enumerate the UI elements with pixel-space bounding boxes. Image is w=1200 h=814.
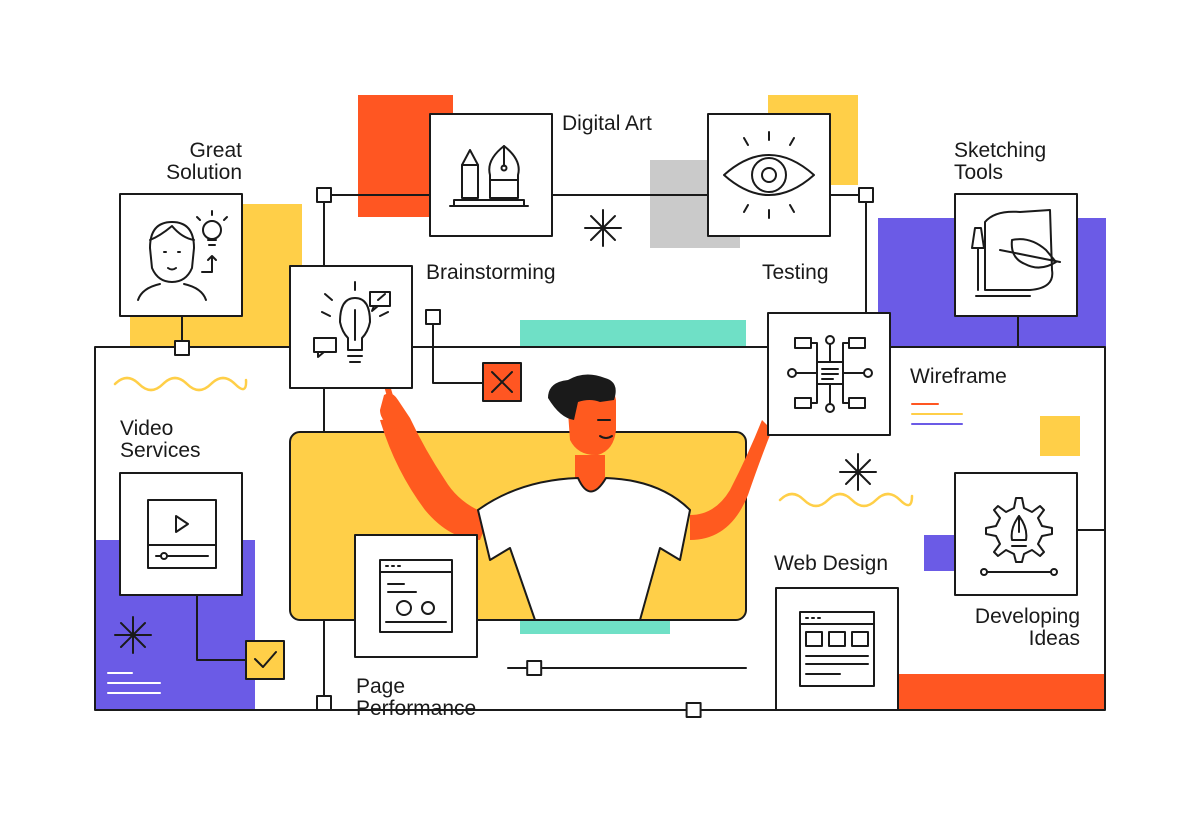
label-video-services: Video Services	[120, 418, 201, 462]
label-sketching-tools: Sketching Tools	[954, 140, 1046, 184]
card-web-design[interactable]	[775, 587, 899, 711]
card-developing-ideas[interactable]	[954, 472, 1078, 596]
right-arm	[690, 420, 772, 540]
character	[380, 369, 772, 621]
label-video-services-line-2: Services	[120, 439, 201, 462]
gear-pen-icon	[980, 497, 1058, 576]
flow-diagram-icon	[787, 335, 873, 413]
label-sketching-tools-line-2: Tools	[954, 161, 1004, 184]
sparkle-icon-left	[114, 616, 152, 654]
node-great-solution	[174, 340, 190, 356]
eye-icon	[723, 131, 815, 219]
sparkle-icon-right	[839, 453, 877, 491]
label-brainstorming: Brainstorming	[426, 261, 556, 284]
label-great-solution-line-2: Solution	[166, 161, 242, 184]
close-box[interactable]	[482, 362, 522, 402]
browser-gears-icon	[379, 559, 453, 633]
label-testing: Testing	[762, 261, 829, 284]
connector-nodes	[174, 187, 874, 718]
hair	[548, 374, 616, 420]
card-great-solution[interactable]	[119, 193, 243, 317]
label-sketching-tools-line-1: Sketching	[954, 139, 1047, 162]
label-developing-ideas: Developing Ideas	[960, 606, 1080, 650]
check-box[interactable]	[245, 640, 285, 680]
left-arm	[380, 418, 490, 540]
label-developing-ideas-line-1: Developing	[974, 605, 1080, 628]
label-page-performance-line-1: Page	[356, 675, 406, 698]
face-bulb-icon	[137, 210, 228, 301]
teal-bar-top	[520, 320, 746, 347]
node-bottom-left	[316, 695, 332, 711]
label-video-services-line-1: Video	[120, 417, 174, 440]
slider-thumb-1[interactable]	[526, 660, 543, 676]
sparkle-icons	[114, 209, 877, 654]
pen-nib-icon	[449, 145, 529, 207]
sketching-hand-icon	[971, 209, 1061, 297]
label-great-solution-line-1: Great	[189, 139, 242, 162]
web-design-orange-bar	[898, 674, 1106, 710]
node-brainstorm	[425, 309, 441, 325]
check-icon	[254, 651, 277, 668]
wave-yellow-left	[113, 376, 248, 392]
video-player-icon	[147, 499, 217, 569]
web-layout-icon	[799, 611, 875, 687]
label-digital-art: Digital Art	[562, 112, 652, 135]
check-box-bg	[245, 640, 285, 680]
slider-thumb-2[interactable]	[685, 702, 702, 718]
label-web-design: Web Design	[774, 552, 889, 575]
brainstorm-to-x-connector	[432, 316, 484, 384]
wireframe-color-lines	[911, 403, 963, 425]
video-to-check-connector	[196, 595, 249, 661]
developing-purple-tab	[924, 535, 956, 571]
label-great-solution: Great Solution	[150, 140, 242, 184]
card-page-performance[interactable]	[354, 534, 478, 658]
teal-bar-bottom	[520, 620, 670, 634]
label-page-performance-line-2: Performance	[356, 697, 477, 720]
node-top-right	[858, 187, 874, 203]
close-icon	[491, 371, 513, 393]
node-top-left	[316, 187, 332, 203]
wireframe-yellow-square	[1040, 416, 1080, 456]
left-hand	[380, 393, 410, 429]
lightbulb-icon	[313, 281, 391, 363]
sparkle-icon-top	[584, 209, 622, 247]
card-brainstorming[interactable]	[289, 265, 413, 389]
label-wireframe: Wireframe	[910, 365, 1007, 388]
shirt	[477, 477, 691, 621]
card-video-services[interactable]	[119, 472, 243, 596]
wave-yellow-right	[778, 492, 914, 508]
face	[597, 419, 613, 439]
label-developing-ideas-line-2: Ideas	[1028, 627, 1080, 650]
video-white-lines	[107, 672, 161, 694]
cards	[119, 113, 1078, 711]
label-page-performance: Page Performance	[356, 676, 476, 720]
